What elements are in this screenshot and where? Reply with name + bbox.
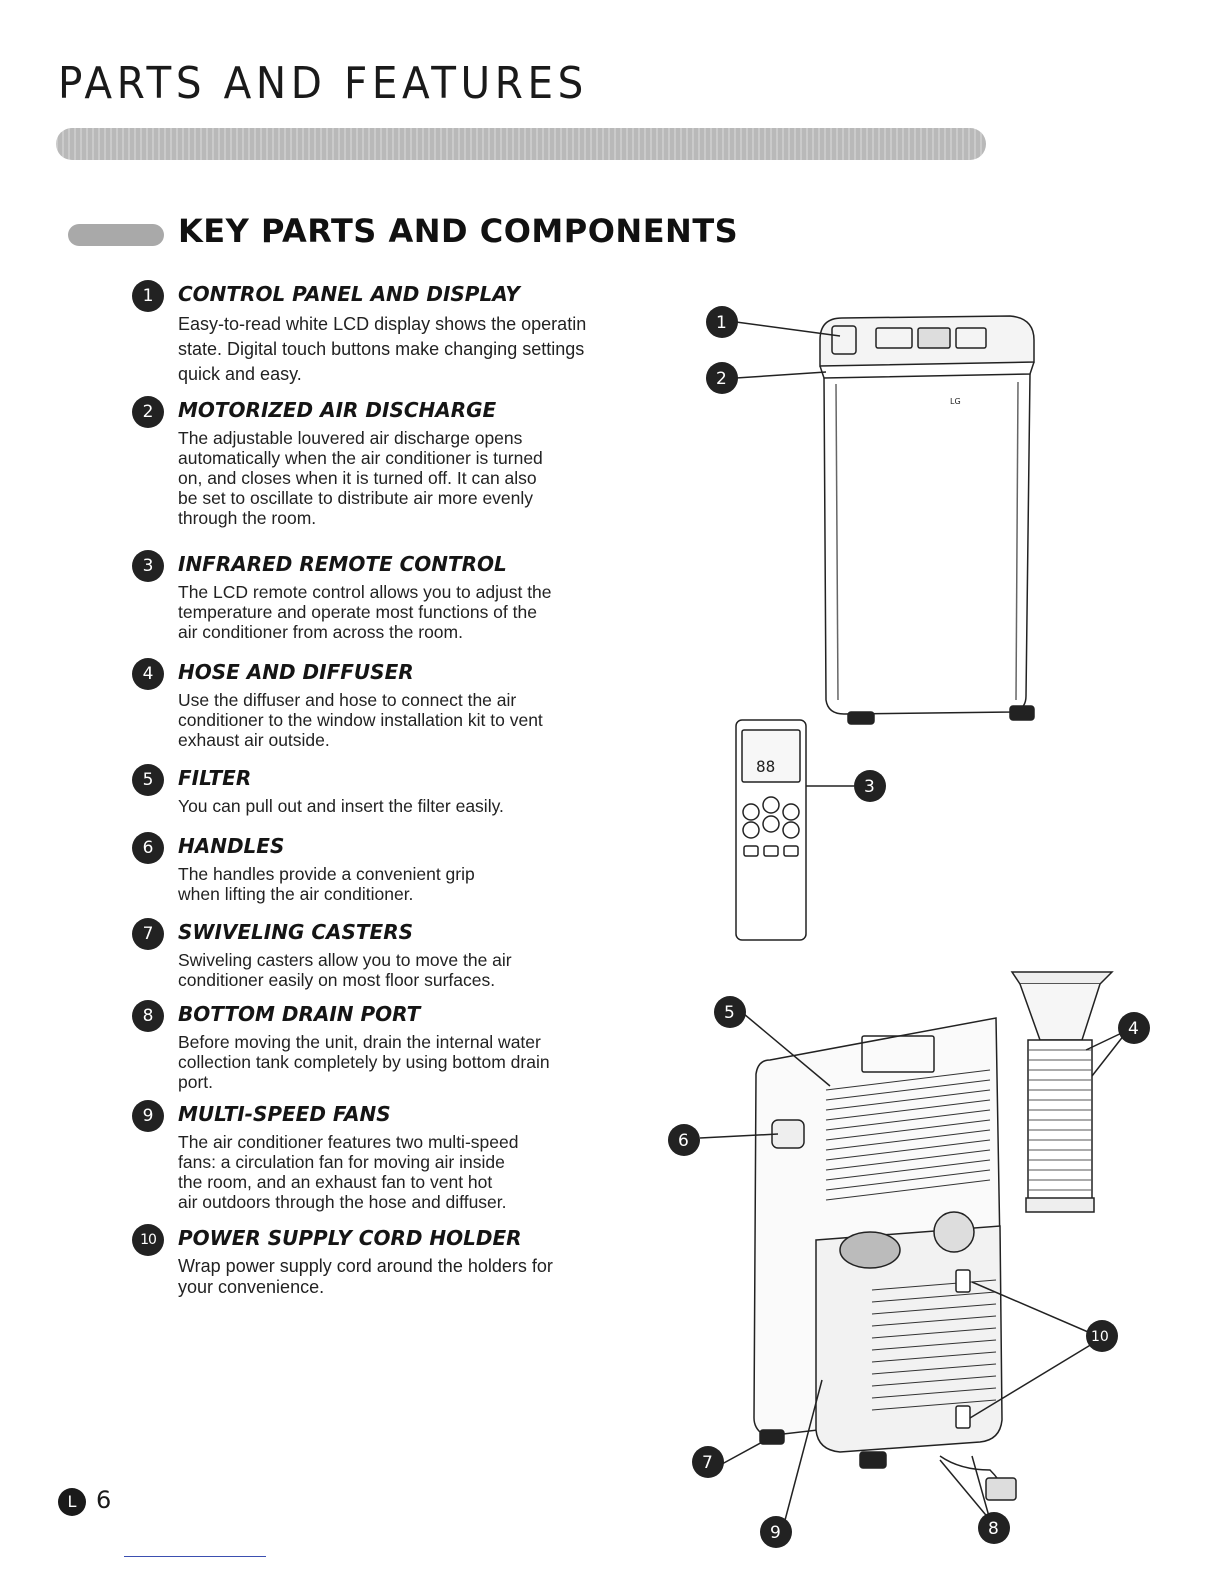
part-number-badge: 3 <box>132 550 164 582</box>
callout-label: 10 <box>1091 1329 1109 1345</box>
part-description: Before moving the unit, drain the intern… <box>178 1032 550 1092</box>
callout-7: 7 <box>692 1446 724 1478</box>
part-description: Swiveling casters allow you to move the … <box>178 950 512 990</box>
callout-label: 1 <box>716 313 727 333</box>
callout-5: 5 <box>714 996 746 1028</box>
part-description: The adjustable louvered air discharge op… <box>178 428 543 528</box>
part-title: POWER SUPPLY CORD HOLDER <box>178 1226 522 1250</box>
brand-logo: LG <box>950 397 961 406</box>
callout-label: 9 <box>770 1523 781 1543</box>
callout-8: 8 <box>978 1512 1010 1544</box>
part-title: SWIVELING CASTERS <box>178 920 414 944</box>
part-title: CONTROL PANEL AND DISPLAY <box>178 282 520 306</box>
part-title: INFRARED REMOTE CONTROL <box>178 552 507 576</box>
callout-label: 8 <box>988 1519 999 1539</box>
callout-label: 7 <box>702 1453 713 1473</box>
part-description: You can pull out and insert the filter e… <box>178 796 504 816</box>
callout-label: 3 <box>864 777 875 797</box>
callout-4: 4 <box>1118 1012 1150 1044</box>
part-number-badge: 10 <box>132 1224 164 1256</box>
callout-9: 9 <box>760 1516 792 1548</box>
footer-divider <box>124 1556 266 1557</box>
part-description: Easy-to-read white LCD display shows the… <box>178 314 587 384</box>
section-decorative-pill <box>68 224 164 246</box>
part-description: Use the diffuser and hose to connect the… <box>178 690 543 750</box>
callout-10: 10 <box>1086 1320 1118 1352</box>
callout-label: 6 <box>678 1131 689 1151</box>
remote-control-illustration: 88 <box>735 719 807 941</box>
part-title: HANDLES <box>178 834 285 858</box>
lg-logo-icon: L <box>58 1488 86 1516</box>
part-number-badge: 1 <box>132 280 164 312</box>
callout-label: 5 <box>724 1003 735 1023</box>
part-description: The LCD remote control allows you to adj… <box>178 582 552 642</box>
callout-label: 4 <box>1128 1019 1139 1039</box>
part-title: MULTI-SPEED FANS <box>178 1102 391 1126</box>
air-conditioner-back-illustration <box>753 1017 1017 1501</box>
callout-badges: 1 2 3 4 5 6 7 8 9 10 <box>668 306 1150 1548</box>
part-number-badge: 8 <box>132 1000 164 1032</box>
callout-label: 2 <box>716 369 727 389</box>
part-description: Wrap power supply cord around the holder… <box>178 1256 553 1297</box>
section-title: KEY PARTS AND COMPONENTS <box>178 212 739 250</box>
page-header-title: PARTS AND FEATURES <box>58 58 588 109</box>
page-number: 6 <box>96 1486 112 1514</box>
part-number-badge: 9 <box>132 1100 164 1132</box>
part-title: HOSE AND DIFFUSER <box>178 660 414 684</box>
part-title: MOTORIZED AIR DISCHARGE <box>178 398 497 422</box>
part-title: BOTTOM DRAIN PORT <box>178 1002 421 1026</box>
part-number-badge: 4 <box>132 658 164 690</box>
air-conditioner-front-illustration: LG <box>819 315 1035 725</box>
part-number-badge: 6 <box>132 832 164 864</box>
callout-6: 6 <box>668 1124 700 1156</box>
hose-diffuser-illustration <box>1010 971 1114 1213</box>
callout-3: 3 <box>854 770 886 802</box>
callout-1: 1 <box>706 306 738 338</box>
part-description: The air conditioner features two multi-s… <box>178 1132 519 1212</box>
part-number-badge: 7 <box>132 918 164 950</box>
callout-2: 2 <box>706 362 738 394</box>
part-number-badge: 5 <box>132 764 164 796</box>
header-decorative-bar <box>56 128 986 160</box>
remote-display-digits: 88 <box>756 757 775 776</box>
part-number-badge: 2 <box>132 396 164 428</box>
part-title: FILTER <box>178 766 252 790</box>
part-description: The handles provide a convenient grip wh… <box>178 864 475 904</box>
